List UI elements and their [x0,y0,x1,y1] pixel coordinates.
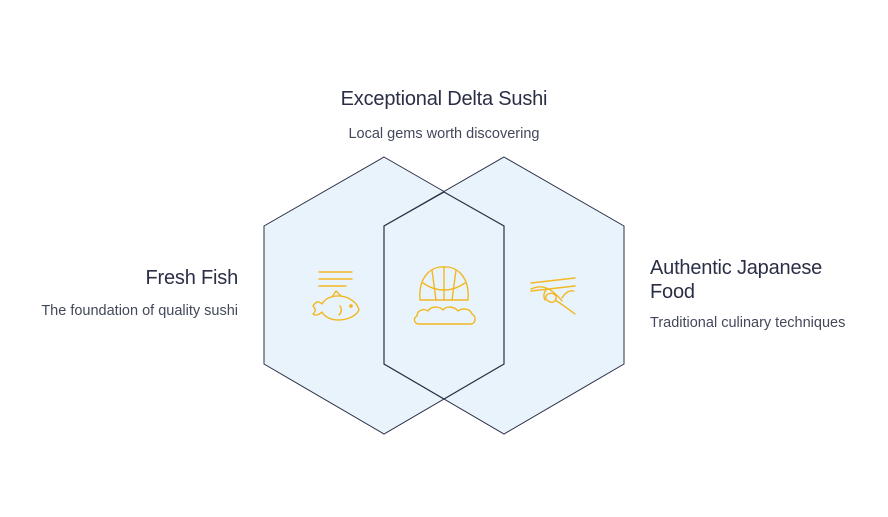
sushi-platter-icon [413,266,476,325]
top-title: Exceptional Delta Sushi [340,88,548,110]
left-title: Fresh Fish [145,267,239,289]
right-description: Traditional culinary techniques [650,315,846,331]
fish-icon [312,271,360,321]
right-title: Authentic Japanese Food [650,257,823,303]
chopsticks-icon [530,277,576,315]
left-description: The foundation of quality sushi [41,303,238,319]
top-description: Local gems worth discovering [348,126,540,142]
